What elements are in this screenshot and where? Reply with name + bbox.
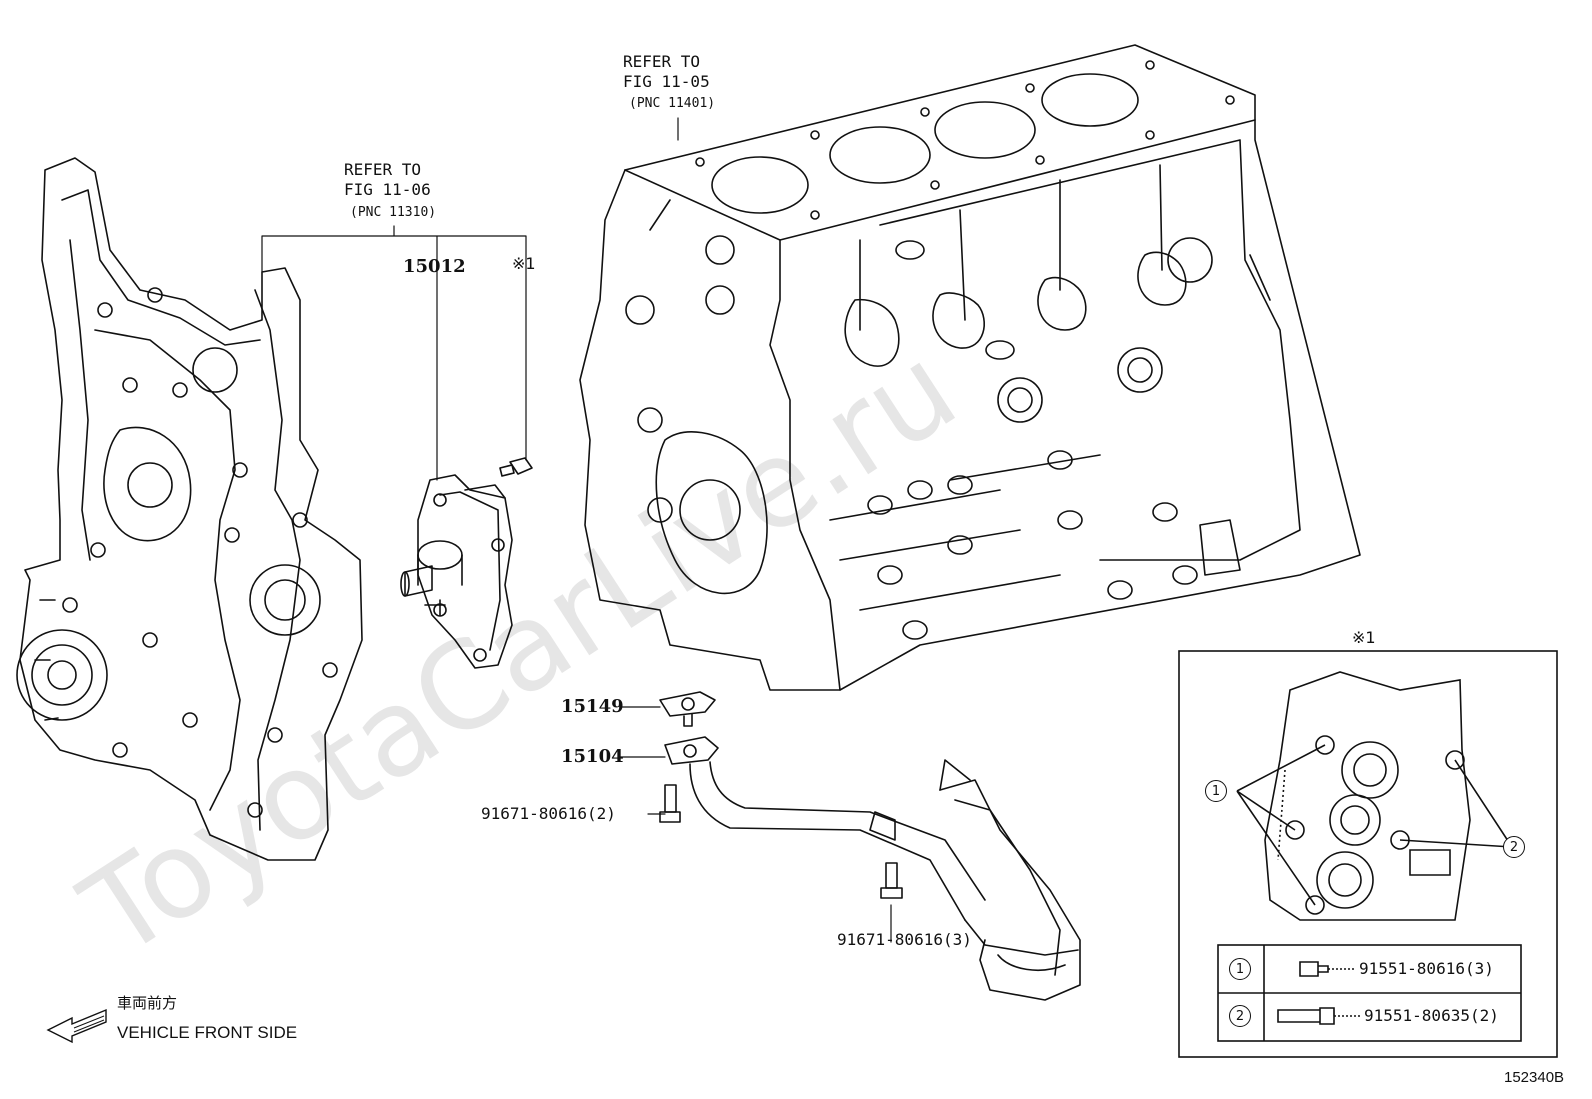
watermark: ToyotaCarLive.ru (59, 320, 980, 985)
block-ref-line2: FIG 11-05 (623, 72, 710, 91)
detail-callout-2: 2 (1503, 836, 1525, 858)
part-bolt-b-number[interactable]: 91671-80616(3) (837, 930, 972, 949)
block-ref-pnc: (PNC 11401) (629, 96, 716, 111)
detail-callout-1: 1 (1205, 780, 1227, 802)
table-row-2-part[interactable]: 91551-80635(2) (1364, 1006, 1499, 1025)
part-strainer-number[interactable]: 15104 (561, 746, 624, 767)
part-gasket-number[interactable]: 15149 (561, 696, 624, 717)
oil-strainer-drawing (664, 736, 1081, 1001)
bolt-drawing-2 (659, 784, 681, 823)
cover-ref-line1: REFER TO (344, 160, 422, 179)
front-direction-arrow (46, 1008, 107, 1044)
cover-ref-line2: FIG 11-06 (344, 180, 431, 199)
part-bolt-a-number[interactable]: 91671-80616(2) (481, 804, 616, 823)
bolt-drawing-3 (880, 862, 903, 899)
water-pump-drawing (400, 474, 513, 669)
direction-label-en: VEHICLE FRONT SIDE (117, 1023, 298, 1042)
table-row-1-num: 1 (1229, 958, 1251, 980)
reference-mark-1: ※1 (512, 254, 536, 273)
part-water-pump-number[interactable]: 15012 (403, 256, 466, 277)
timing-cover-drawing (16, 157, 363, 861)
block-ref-line1: REFER TO (623, 52, 701, 71)
table-row-2-num: 2 (1229, 1005, 1251, 1027)
direction-label-jp: 車両前方 (117, 995, 178, 1012)
gasket-drawing (659, 691, 716, 727)
leader-lines (261, 117, 1335, 1017)
cover-ref-pnc: (PNC 11310) (350, 205, 437, 220)
bolt-drawing-1 (499, 457, 533, 477)
figure-id: 152340B (1504, 1069, 1565, 1086)
detail-box (1178, 650, 1558, 1058)
detail-reference-mark: ※1 (1352, 628, 1376, 647)
cylinder-block-drawing (579, 44, 1361, 691)
table-row-1-part[interactable]: 91551-80616(3) (1359, 959, 1494, 978)
